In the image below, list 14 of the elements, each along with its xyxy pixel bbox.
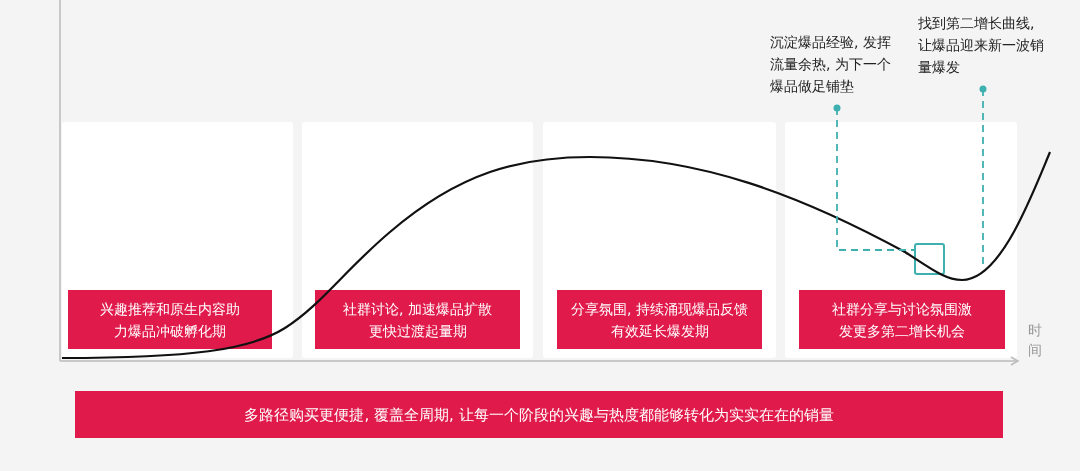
summary-banner: 多路径购买更便捷, 覆盖全周期, 让每一个阶段的兴趣与热度都能够转化为实实在在的销量 xyxy=(75,391,1003,438)
stage-caption: 社群分享与讨论氛围激发更多第二增长机会 xyxy=(799,290,1005,349)
axis-label: 时间 xyxy=(1028,321,1043,360)
callout-text: 找到第二增长曲线, 让爆品迎来新一波销量爆发 xyxy=(918,12,1058,82)
stage-panel xyxy=(785,122,1017,358)
highlight-square xyxy=(914,243,945,275)
stage-panel xyxy=(543,122,776,358)
stage-panel xyxy=(62,122,293,358)
stage-panel xyxy=(302,122,533,358)
callout-text: 沉淀爆品经验, 发挥流量余热, 为下一个爆品做足铺垫 xyxy=(770,31,910,101)
stage-caption: 分享氛围, 持续涌现爆品反馈有效延长爆发期 xyxy=(557,290,762,349)
leader-line xyxy=(833,104,915,251)
stage-caption: 社群讨论, 加速爆品扩散更快过渡起量期 xyxy=(315,290,520,349)
stage-caption: 兴趣推荐和原生内容助力爆品冲破孵化期 xyxy=(68,290,272,349)
